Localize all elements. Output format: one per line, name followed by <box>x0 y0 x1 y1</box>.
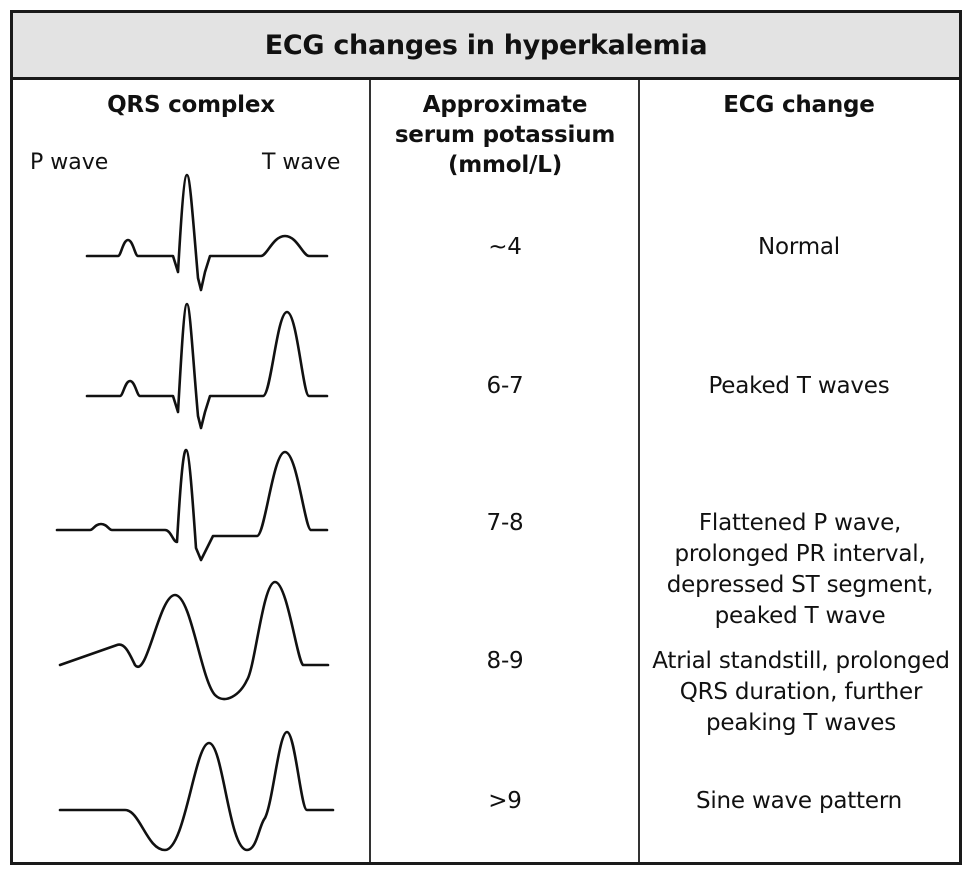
ecg-change-text: Peaked T waves <box>708 373 890 399</box>
p-wave-label: P wave <box>30 150 109 175</box>
ecg-trace-flattened-p <box>55 448 329 562</box>
ecg-trace-wide-qrs <box>58 580 330 701</box>
ecg-change-text: Normal <box>757 234 841 260</box>
potassium-value: 7-8 <box>486 510 524 536</box>
ecg-change-text: Atrial standstill, prolonged QRS duratio… <box>652 648 950 736</box>
potassium-value: ~4 <box>488 234 522 260</box>
table-frame <box>10 10 962 865</box>
header-ecg-change: ECG change <box>723 92 875 118</box>
t-wave-label: T wave <box>262 150 341 175</box>
potassium-value: >9 <box>488 788 522 814</box>
header-potassium: Approximate serum potassium (mmol/L) <box>394 92 616 178</box>
column-divider-1 <box>369 80 371 862</box>
ecg-trace-normal <box>85 173 329 292</box>
ecg-trace-sine-wave <box>58 730 335 852</box>
ecg-trace-peaked-t <box>85 302 329 430</box>
ecg-change-text: Sine wave pattern <box>695 788 903 814</box>
potassium-value: 8-9 <box>486 648 524 674</box>
header-qrs-complex: QRS complex <box>107 92 275 118</box>
table-title: ECG changes in hyperkalemia <box>13 13 959 80</box>
ecg-change-text: Flattened P wave, prolonged PR interval,… <box>666 510 934 629</box>
column-divider-2 <box>638 80 640 862</box>
potassium-value: 6-7 <box>486 373 524 399</box>
ecg-waveforms <box>55 173 335 852</box>
